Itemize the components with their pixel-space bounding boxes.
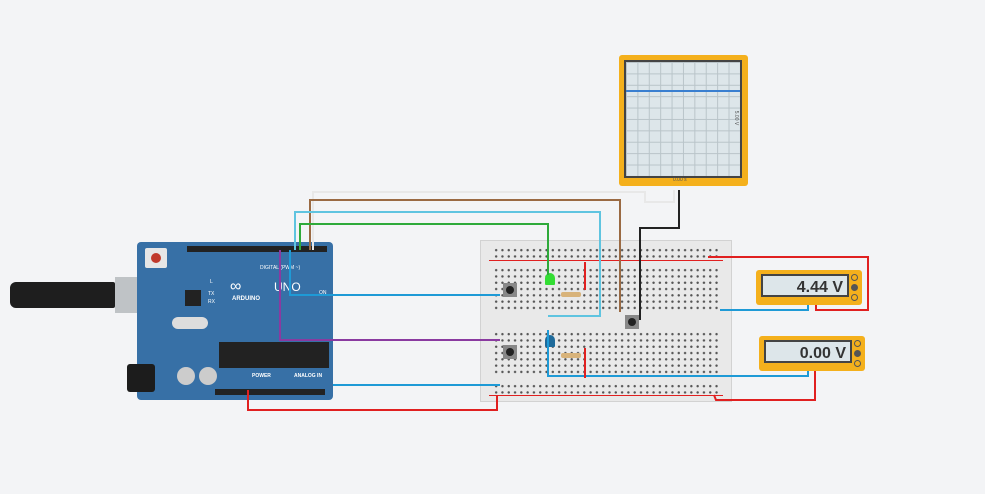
oscilloscope-screen <box>624 60 742 178</box>
l-led-label: L <box>210 279 213 285</box>
resistor[interactable] <box>561 292 581 297</box>
rail-top <box>493 247 719 259</box>
pushbutton[interactable] <box>503 283 517 297</box>
usb-chip <box>185 290 201 306</box>
mode-amps-icon[interactable] <box>851 274 858 281</box>
analog-label: ANALOG IN <box>294 373 323 379</box>
tx-led-label: TX <box>208 291 215 297</box>
terminal-bottom <box>493 331 719 377</box>
time-per-div-label: 0.00 s <box>673 177 687 183</box>
rail-bottom <box>493 383 719 395</box>
led-green[interactable] <box>545 273 555 285</box>
signal-trace <box>626 89 740 92</box>
pushbutton[interactable] <box>503 345 517 359</box>
wire-black-scope <box>639 190 680 320</box>
oscilloscope[interactable]: 0.00 s 5.00 V <box>619 55 748 186</box>
mode-ohms-icon[interactable] <box>854 360 861 367</box>
wire-cyan <box>294 211 601 317</box>
wire-green <box>299 223 549 275</box>
wire-blue-top <box>289 250 500 296</box>
reset-button[interactable] <box>145 248 167 268</box>
on-led-label: ON <box>319 290 327 296</box>
mode-ohms-icon[interactable] <box>851 294 858 301</box>
atmega-chip <box>219 342 329 368</box>
terminal-top <box>493 267 719 313</box>
wire-red-mm1 <box>708 256 869 311</box>
usb-plug <box>115 277 137 313</box>
arduino-uno-board[interactable]: DIGITAL (PWM ~) ∞ ARDUINO UNO ON L TX RX… <box>127 242 333 400</box>
power-label: POWER <box>252 373 271 379</box>
rx-led-label: RX <box>208 299 215 305</box>
multimeter-reading: 0.00 V <box>764 340 852 363</box>
brand-label: ARDUINO <box>232 296 260 302</box>
rail-line-red <box>489 395 723 396</box>
arduino-logo: ∞ <box>230 278 242 295</box>
resistor[interactable] <box>561 353 581 358</box>
multimeter-2[interactable]: 0.00 V <box>759 336 865 371</box>
power-header <box>215 389 325 395</box>
capacitor <box>177 367 195 385</box>
wire-red-mm2 <box>713 371 816 401</box>
digital-header <box>187 246 327 252</box>
mode-volts-icon[interactable] <box>851 284 858 291</box>
mode-volts-icon[interactable] <box>854 350 861 357</box>
wire-white <box>312 190 675 250</box>
pushbutton[interactable] <box>625 315 639 329</box>
wire-blue-mm1 <box>720 305 809 311</box>
wire-red-bottom <box>247 390 498 411</box>
wire-blue-mm2 <box>547 330 809 377</box>
led-blue[interactable] <box>545 335 555 347</box>
wire-purple <box>279 250 500 341</box>
multimeter-reading: 4.44 V <box>761 274 849 297</box>
capacitor <box>199 367 217 385</box>
crystal <box>172 317 208 329</box>
rail-line-red <box>489 260 723 261</box>
multimeter-1[interactable]: 4.44 V <box>756 270 862 305</box>
power-jack <box>127 364 155 392</box>
usb-cable[interactable] <box>10 282 115 308</box>
mode-amps-icon[interactable] <box>854 340 861 347</box>
